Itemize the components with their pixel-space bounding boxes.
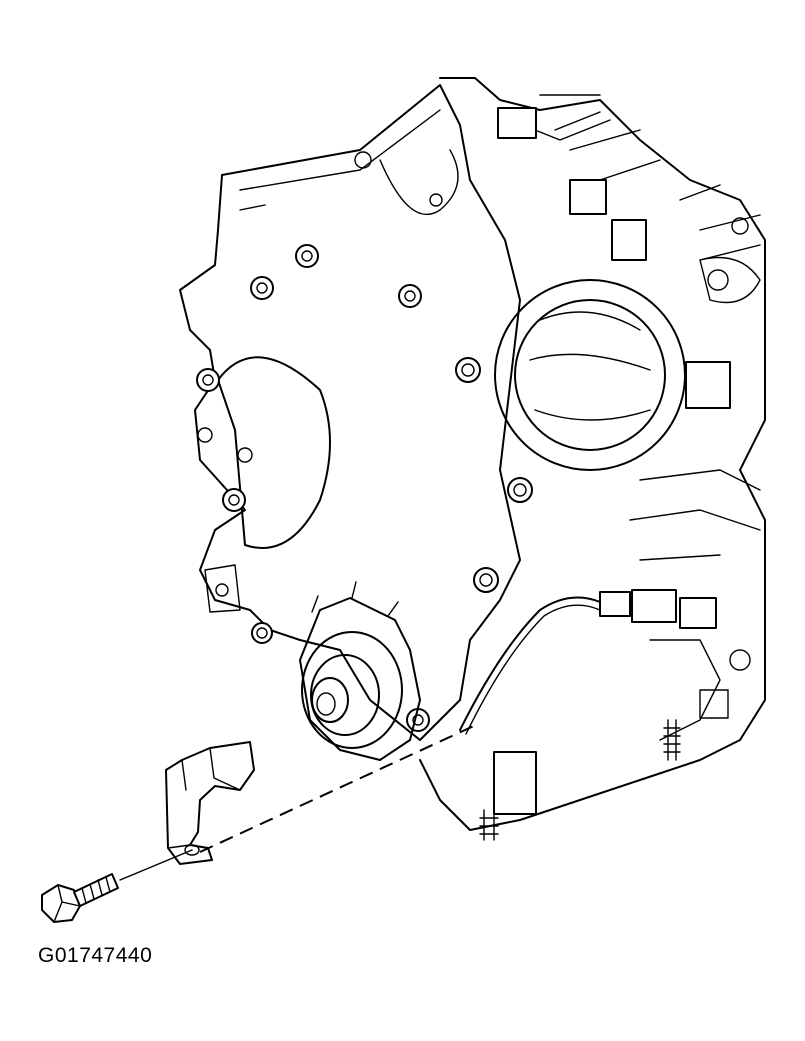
sensor-wire [459, 596, 601, 731]
head-boss-3 [611, 219, 647, 261]
block-boss-1 [685, 361, 731, 409]
crankshaft-seal [299, 581, 421, 761]
retaining-bolt [41, 873, 119, 923]
connector-plug-b [631, 589, 677, 623]
cam-cover-disc [217, 356, 331, 549]
pump-housing-outer [494, 279, 686, 471]
pump-housing-inner [514, 299, 666, 451]
head-boss-1 [497, 107, 537, 139]
connector-plug-c [679, 597, 717, 629]
crankshaft-position-sensor [165, 741, 255, 865]
block-boss-2 [493, 751, 537, 815]
alignment-line [199, 723, 479, 853]
connector-plug-a [599, 591, 631, 617]
engine-block [419, 77, 766, 841]
cover-bolts [196, 244, 533, 732]
bolt-alignment-line [119, 849, 193, 881]
head-boss-2 [569, 179, 607, 215]
front-cover [179, 84, 533, 741]
figure-code: G01747440 [38, 944, 153, 967]
